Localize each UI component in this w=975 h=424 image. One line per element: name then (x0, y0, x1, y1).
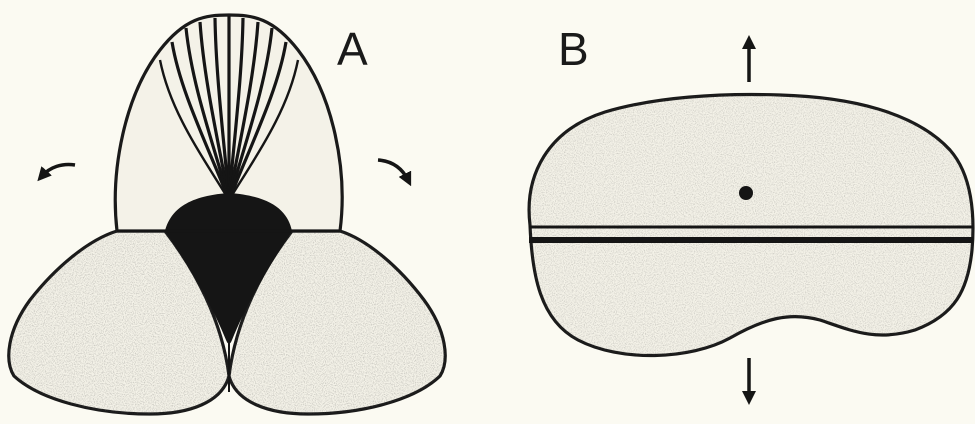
panel-b-diagram (529, 42, 973, 398)
panel-a-diagram (9, 15, 445, 414)
curved-arrow-left-icon (42, 164, 75, 176)
curved-arrow-right-icon (378, 160, 408, 180)
panel-b-label: B (558, 26, 589, 72)
panel-a-label: A (337, 26, 368, 72)
dark-spot (739, 186, 753, 200)
